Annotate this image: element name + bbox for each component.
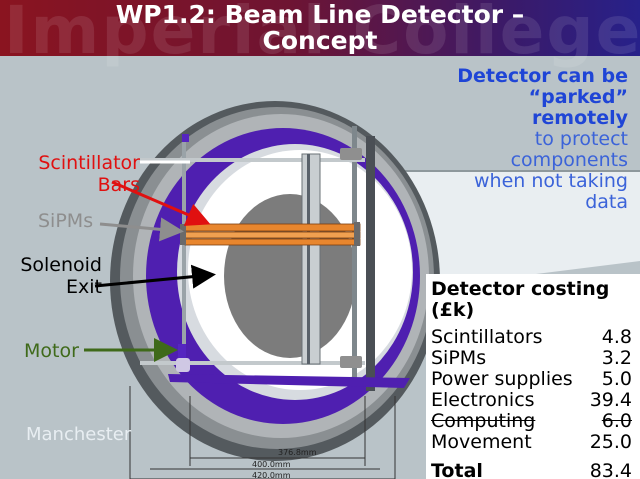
beam-pipe	[400, 171, 640, 291]
label-scint-line-2: Bars	[97, 174, 140, 196]
cost-item: Electronics	[431, 389, 535, 411]
motor-block	[178, 344, 186, 358]
cost-item: SiPMs	[431, 347, 487, 369]
motor-housing	[176, 358, 190, 372]
cost-item: Power supplies	[431, 368, 573, 390]
dim-label-3: 420.0mm	[252, 471, 291, 479]
dimension-lines	[129, 386, 396, 479]
label-solenoid-line-1: Solenoid	[20, 254, 102, 276]
cost-value: 3.2	[601, 347, 632, 369]
label-scint-line-1: Scintillator	[38, 152, 140, 174]
institution-label: Manchester	[26, 424, 132, 445]
base-plate	[168, 374, 410, 388]
frame-support	[366, 136, 375, 391]
callout-line-4: to protect	[534, 128, 628, 150]
scintillator-bar-1	[184, 223, 361, 232]
callout-line-6: when not taking	[474, 170, 628, 192]
top-fitting	[340, 148, 362, 160]
slide-title: WP1.2: Beam Line Detector – Concept	[0, 2, 640, 54]
slide-title-line-1: WP1.2: Beam Line Detector –	[115, 0, 525, 29]
cost-item: Scintillators	[431, 326, 543, 348]
scint-arrow	[111, 180, 211, 226]
sipm-top-block	[182, 134, 189, 142]
callout-line-2: “parked”	[528, 86, 628, 108]
cost-total-row: Total 83.4	[426, 461, 640, 479]
costing-title-line-2: (£k)	[431, 299, 475, 321]
cost-total-label: Total	[431, 460, 483, 479]
cost-row: SiPMs 3.2	[426, 348, 640, 369]
label-motor: Motor	[24, 340, 79, 362]
costing-table: Detector costing (£k) Scintillators 4.8 S…	[426, 274, 640, 479]
detector-render: 376.8mm 400.0mm 420.0mm	[84, 101, 640, 479]
cost-value: 25.0	[589, 431, 632, 453]
solenoid-arrow	[94, 264, 216, 289]
carriage-column	[301, 153, 321, 365]
parking-callout: Detector can be “parked” remotely to pro…	[440, 66, 628, 213]
sipm-block-left	[180, 224, 186, 245]
cost-row: Scintillators 4.8	[426, 327, 640, 348]
guide-rail-top	[140, 158, 365, 162]
cost-value: 39.4	[589, 389, 632, 411]
callout-line-3: remotely	[532, 107, 628, 129]
cost-value: 5.0	[601, 368, 632, 390]
cost-row: Movement 25.0	[426, 432, 640, 453]
scintillator-bar-3	[184, 238, 361, 246]
slide-title-line-2: Concept	[262, 26, 378, 55]
cost-total-value: 83.4	[589, 460, 632, 479]
cost-item: Computing	[431, 410, 536, 432]
cost-value: 6.0	[601, 410, 632, 432]
callout-line-7: data	[585, 191, 628, 213]
dim-label-1: 376.8mm	[278, 448, 317, 457]
frame-rail-right	[352, 126, 357, 386]
label-solenoid-line-2: Exit	[66, 276, 102, 298]
cost-row: Power supplies 5.0	[426, 369, 640, 390]
costing-title-line-1: Detector costing	[431, 278, 610, 300]
cost-item: Movement	[431, 431, 532, 453]
cost-value: 4.8	[601, 326, 632, 348]
cost-row-struck: Computing 6.0	[426, 411, 640, 432]
callout-line-5: components	[510, 149, 628, 171]
label-solenoid-exit: Solenoid Exit	[10, 254, 102, 298]
beam-aperture	[224, 194, 356, 358]
costing-title: Detector costing (£k)	[426, 274, 640, 321]
carriage-slot	[307, 154, 310, 364]
bottom-fitting	[340, 356, 362, 368]
frame-rail-left	[182, 136, 186, 371]
cost-row: Electronics 39.4	[426, 390, 640, 411]
scintillator-bar-2	[184, 231, 361, 239]
title-bar: Imperial College WP1.2: Beam Line Detect…	[0, 0, 640, 69]
label-sipms: SiPMs	[38, 210, 94, 232]
guide-rail-bottom	[140, 361, 365, 365]
sipms-arrow	[99, 217, 184, 242]
label-scintillator-bars: Scintillator Bars	[22, 152, 140, 196]
watermark-text: Imperial College	[4, 0, 640, 69]
callout-line-1: Detector can be	[457, 65, 628, 87]
sipm-block-right	[354, 222, 360, 246]
dim-label-2: 400.0mm	[252, 460, 291, 469]
